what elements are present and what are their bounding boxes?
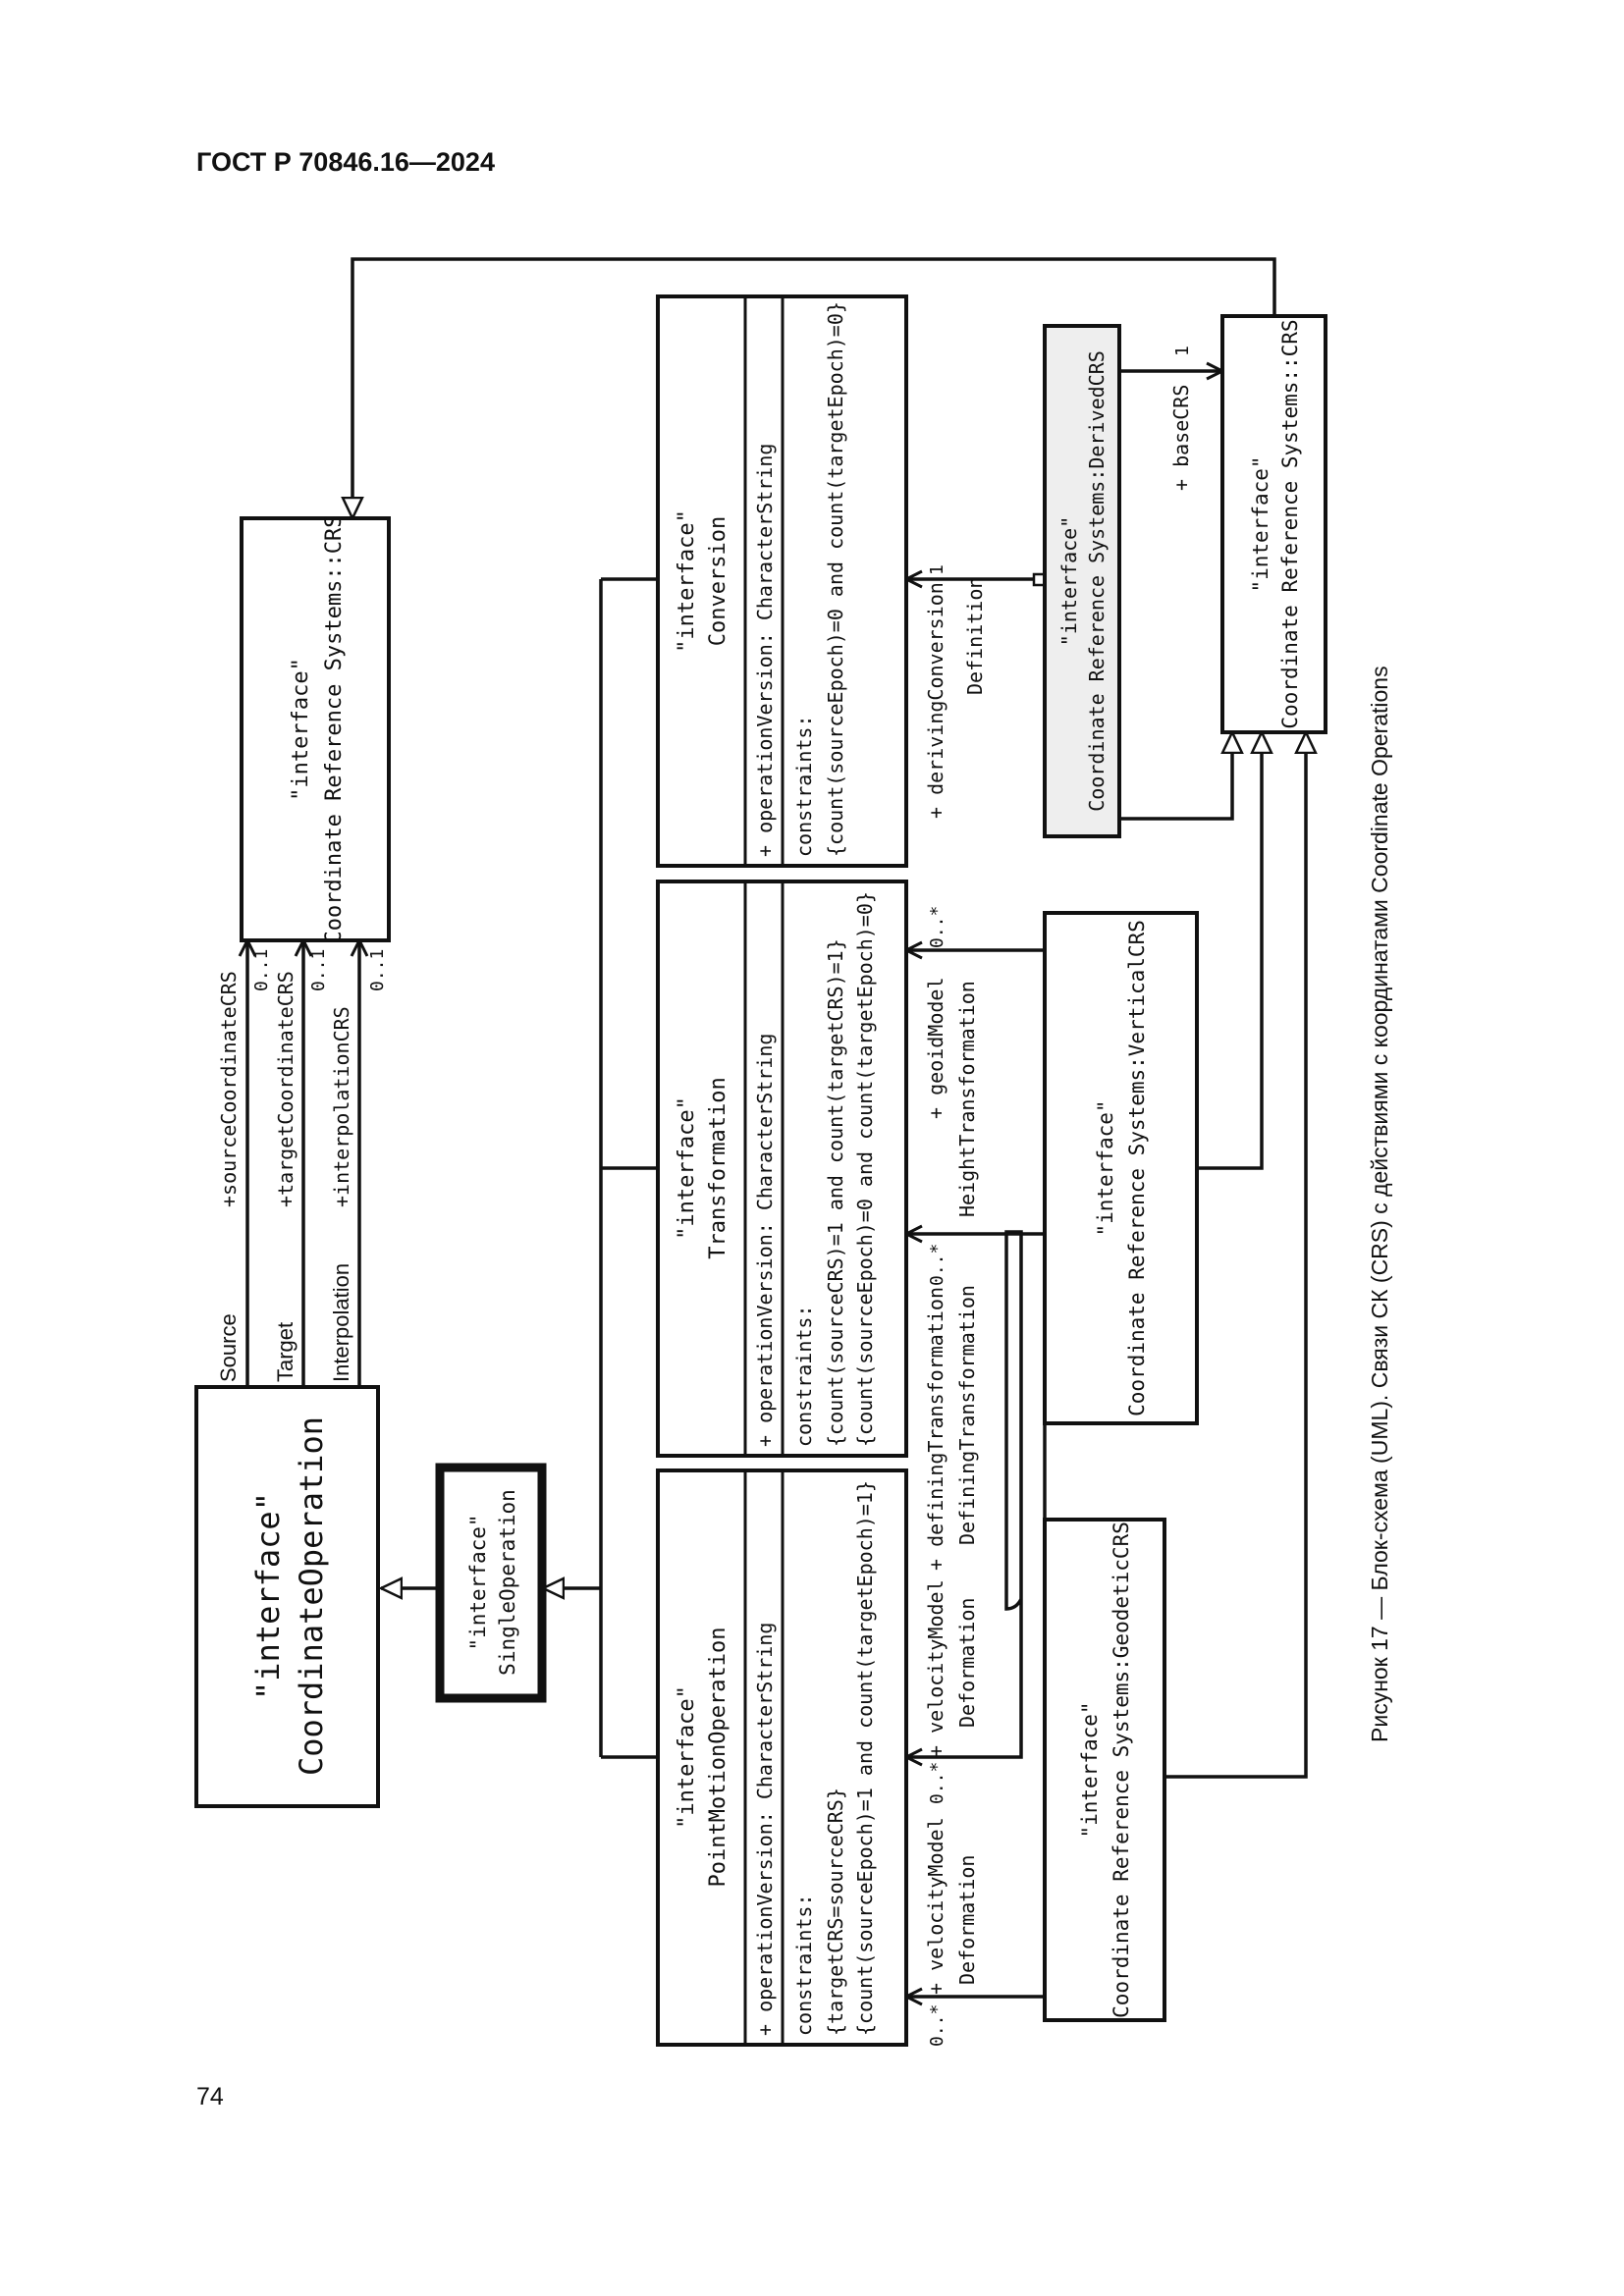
dc-name: Definition	[963, 577, 987, 695]
geoid-name: HeightTransformation	[955, 981, 979, 1217]
connector-lines	[247, 257, 1306, 1997]
pmo-constraint-2: {count(sourceEpoch)=1 and count(targetEp…	[853, 1480, 877, 2036]
conv-constraints-title: constraints:	[792, 716, 816, 858]
interp-role: +interpolationCRS	[330, 1006, 353, 1207]
derived-crs-class: "interface" Coordinate Reference Systems…	[1043, 324, 1121, 838]
trans-constraints-title: constraints:	[792, 1306, 816, 1448]
crs-stereotype: "interface"	[289, 658, 313, 801]
conv-attribute: + operationVersion: CharacterString	[753, 444, 777, 857]
crs-name: Coordinate Reference Systems::CRS	[322, 514, 347, 943]
geoid-role: + geoidModel	[924, 978, 947, 1120]
vm1-mult: 0..*	[927, 2004, 947, 2047]
conv-name: Conversion	[706, 516, 731, 646]
source-label: Source	[216, 1313, 241, 1382]
pmo-constraint-1: {targetCRS=sourceCRS}	[824, 1788, 847, 2036]
base-mult: 1	[1172, 346, 1193, 356]
derived-stereotype: "interface"	[1057, 516, 1081, 646]
vm2-name: Deformation	[955, 1598, 979, 1728]
vertical-stereotype: "interface"	[1094, 1099, 1117, 1236]
conv-stereotype: "interface"	[675, 509, 699, 653]
vertical-name: Coordinate Reference Systems:VerticalCRS	[1125, 920, 1149, 1416]
geoid-mult: 0..*	[927, 906, 947, 948]
conversion-class: "interface" Conversion + operationVersio…	[656, 294, 908, 868]
coordop-stereotype: "interface"	[249, 1492, 287, 1700]
singleop-name: SingleOperation	[496, 1489, 519, 1676]
subtype-bus-line	[599, 577, 658, 1759]
target-mult: 0..1	[308, 949, 329, 991]
geodetic-stereotype: "interface"	[1078, 1701, 1102, 1838]
interp-label: Interpolation	[329, 1263, 353, 1382]
coordop-name: CoordinateOperation	[293, 1416, 330, 1776]
point-motion-operation-class: "interface" PointMotionOperation + opera…	[656, 1468, 908, 2047]
transformation-class: "interface" Transformation + operationVe…	[656, 880, 908, 1458]
dt-mult: 0..*	[927, 1244, 947, 1286]
geodetic-gen-line	[1164, 732, 1306, 1779]
dc-role: + derivingConversion	[924, 582, 947, 819]
dt-role: + definingTransformation	[924, 1287, 947, 1571]
target-role: +targetCoordinateCRS	[274, 971, 298, 1207]
conv-constraint-1: {count(sourceEpoch)=0 and count(targetEp…	[824, 301, 847, 857]
vm1-name: Deformation	[955, 1855, 979, 1985]
crs-loop-line	[352, 257, 1276, 518]
dc-mult: 1	[927, 564, 947, 575]
pmo-name: PointMotionOperation	[706, 1628, 731, 1888]
vm2-role: + velocityModel	[924, 1579, 947, 1757]
geodetic-name: Coordinate Reference Systems:GeodeticCRS	[1110, 1522, 1133, 2018]
vm2-line	[906, 1230, 1023, 1757]
geodetic-crs-class: "interface" Coordinate Reference Systems…	[1043, 1518, 1166, 2022]
crs-right-class: "interface" Coordinate Reference Systems…	[1220, 314, 1327, 734]
figure-caption: Рисунок 17 — Блок-схема (UML). Связи СК …	[1367, 666, 1392, 1742]
coordinate-operation-class: "interface" CoordinateOperation	[194, 1385, 380, 1808]
vertical-gen-line	[1197, 732, 1262, 1170]
derived-gen-line	[1119, 732, 1232, 821]
trans-name: Transformation	[706, 1077, 731, 1258]
trans-constraint-2: {count(sourceEpoch)=0 and count(targetEp…	[853, 891, 877, 1447]
trans-attribute: + operationVersion: CharacterString	[753, 1034, 777, 1447]
pmo-constraints-title: constraints:	[792, 1895, 816, 2037]
crs2-stereotype: "interface"	[1249, 455, 1272, 592]
single-operation-class: "interface" SingleOperation	[435, 1463, 547, 1703]
trans-stereotype: "interface"	[675, 1096, 699, 1240]
source-role: +sourceCoordinateCRS	[217, 971, 241, 1207]
interp-mult: 0..1	[367, 949, 388, 991]
vm1-role: + velocityModel	[924, 1817, 947, 1995]
document-header: ГОСТ Р 70846.16—2024	[196, 147, 495, 177]
association-labels: Source Target Interpolation +sourceCoord…	[216, 346, 1193, 2047]
pmo-stereotype: "interface"	[675, 1685, 699, 1829]
source-mult: 0..1	[251, 949, 272, 991]
trans-constraint-1: {count(sourceCRS)=1 and count(targetCRS)…	[824, 938, 847, 1447]
singleop-stereotype: "interface"	[466, 1514, 490, 1650]
pmo-attribute: + operationVersion: CharacterString	[753, 1623, 777, 2036]
page-number: 74	[196, 2083, 224, 2110]
vm2-mult: 0..*	[927, 1762, 947, 1804]
target-label: Target	[273, 1322, 298, 1382]
crs-class: "interface" Coordinate Reference Systems…	[240, 514, 391, 944]
dt-name: DefiningTransformation	[955, 1285, 979, 1545]
derived-name: Coordinate Reference Systems:DerivedCRS	[1085, 350, 1109, 812]
base-role: + baseCRS	[1169, 385, 1193, 491]
crs2-name: Coordinate Reference Systems::CRS	[1278, 319, 1302, 728]
vertical-crs-class: "interface" Coordinate Reference Systems…	[1043, 911, 1199, 1425]
